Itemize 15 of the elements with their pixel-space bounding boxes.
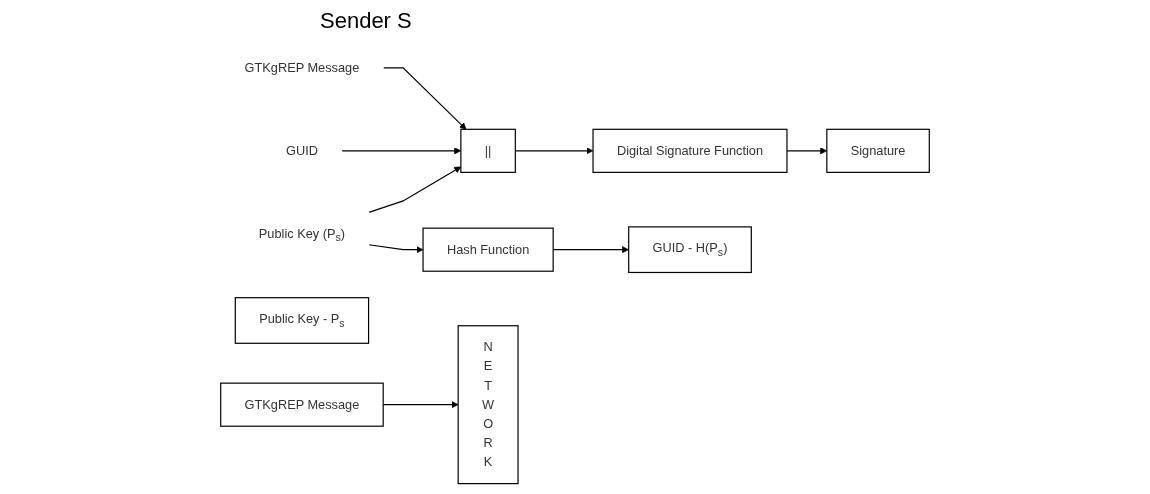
node-text: GUID — [285, 143, 318, 158]
node-box: GTKgREP Message — [220, 382, 384, 427]
diagram-title: Sender S — [320, 8, 412, 34]
node-box: NETWORK — [457, 325, 519, 485]
node-box: GUID - H(P$_{s}$) — [628, 226, 752, 274]
arrow — [368, 244, 424, 254]
node-box: Digital Signature Function — [592, 128, 788, 173]
node-box: Hash Function — [422, 227, 554, 272]
node-text: GTKgREP Message — [244, 60, 360, 75]
node-text: Public Key (P$_{s}$) — [258, 226, 346, 244]
node-box: Signature — [826, 128, 930, 173]
node-box: Public Key - P$_{s}$ — [234, 297, 370, 344]
arrow — [368, 166, 462, 214]
arrow — [382, 67, 467, 130]
node-box: || — [460, 128, 516, 173]
